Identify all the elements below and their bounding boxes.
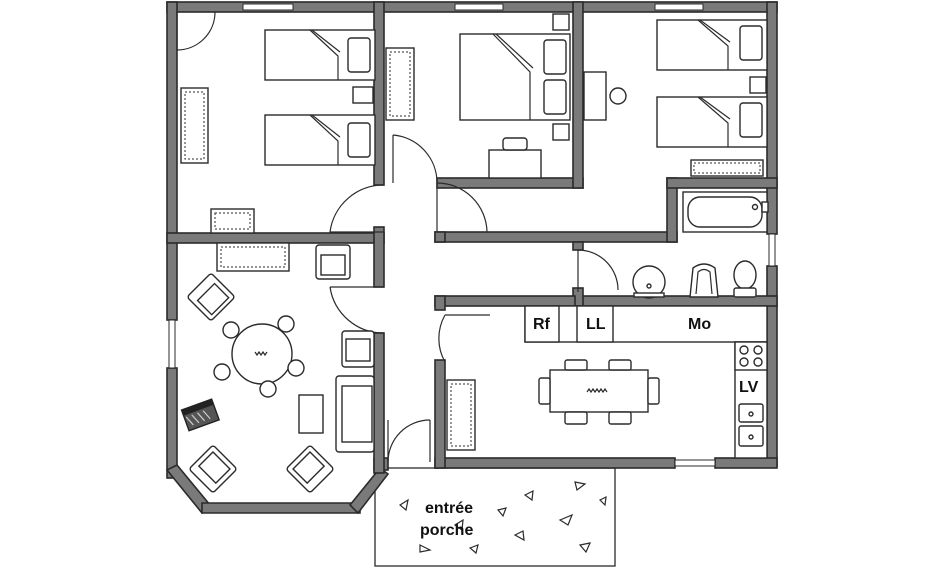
- wardrobe: [180, 87, 209, 164]
- fridge: [524, 305, 560, 343]
- piano: [180, 398, 221, 432]
- bed: [656, 19, 768, 71]
- bedroom-1: [180, 29, 376, 234]
- sofa: [335, 375, 375, 453]
- bidet: [689, 263, 719, 298]
- dining-table: [538, 359, 660, 425]
- windows: [168, 3, 776, 467]
- doors: [176, 11, 619, 463]
- nightstand: [352, 86, 374, 104]
- nightstand: [749, 76, 767, 94]
- cooktop: [734, 341, 768, 371]
- armchair: [286, 445, 334, 493]
- bed: [264, 29, 376, 81]
- bed: [264, 114, 376, 166]
- armchair: [315, 244, 351, 280]
- dining-table: [213, 315, 305, 398]
- kitchen: [446, 305, 768, 459]
- cabinet: [446, 379, 476, 451]
- bedroom-3: [583, 19, 768, 177]
- bathtub: [682, 191, 769, 233]
- washing-machine: [576, 305, 614, 343]
- dishwasher-label: LV: [739, 379, 759, 396]
- nightstand: [552, 123, 570, 141]
- fridge-label: Rf: [533, 316, 551, 333]
- porch-label: porche: [420, 522, 473, 539]
- microwave-label: Mo: [688, 316, 711, 333]
- armchair: [189, 445, 237, 493]
- bed: [459, 33, 571, 121]
- desk: [583, 71, 627, 121]
- washbasin: [632, 265, 666, 299]
- living-room: [180, 242, 375, 493]
- sink: [738, 403, 764, 447]
- bed: [656, 96, 768, 148]
- bathroom: [632, 191, 769, 299]
- entrance-porch: [374, 467, 616, 567]
- sideboard: [216, 242, 290, 272]
- entrance-label: entrée: [425, 500, 473, 517]
- wardrobe: [385, 47, 415, 121]
- armchair: [187, 273, 235, 321]
- bedroom-2: [385, 13, 571, 179]
- washer-label: LL: [586, 316, 606, 333]
- dresser: [210, 208, 255, 234]
- nightstand: [552, 13, 570, 31]
- armchair: [341, 330, 375, 368]
- desk: [488, 137, 542, 179]
- wardrobe: [690, 159, 764, 177]
- toilet: [733, 260, 757, 298]
- coffee-table: [298, 394, 324, 434]
